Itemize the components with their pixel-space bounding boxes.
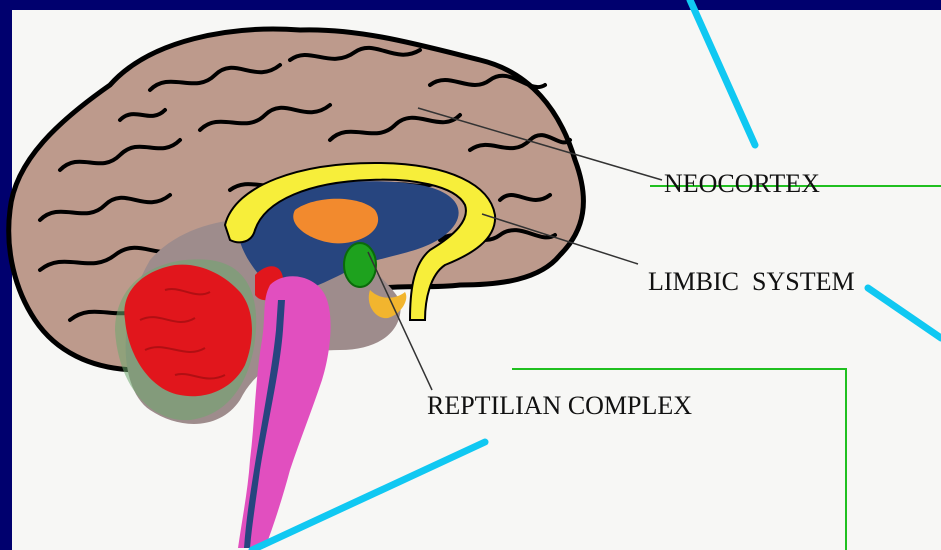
green-annotation <box>512 186 941 550</box>
limbic-system-label: LIMBIC SYSTEM <box>648 267 855 296</box>
amygdala <box>344 243 376 287</box>
reptilian-complex-label: REPTILIAN COMPLEX <box>427 391 692 420</box>
neocortex-label: NEOCORTEX <box>664 169 820 198</box>
